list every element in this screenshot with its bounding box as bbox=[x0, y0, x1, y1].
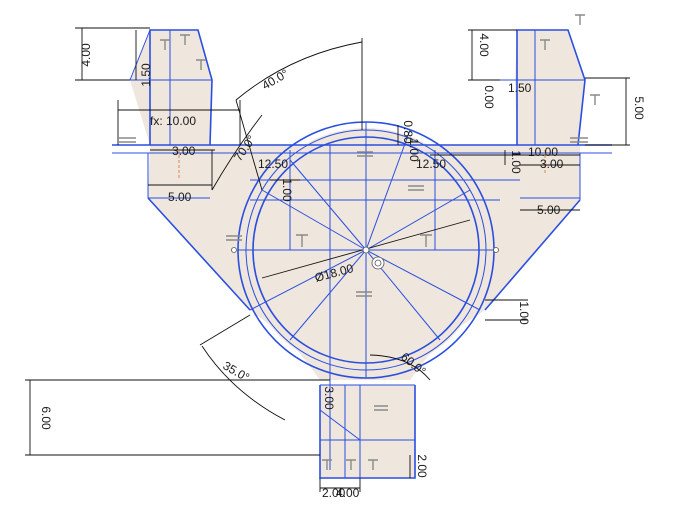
dim-top-right-height: 4.00 bbox=[477, 33, 491, 57]
dim-center-small-a: 1.00 bbox=[280, 178, 294, 202]
perpendicular-constraint-icon bbox=[296, 234, 308, 247]
sketch-geometry bbox=[112, 29, 612, 479]
dim-bottom-width-b: 4.00 bbox=[336, 486, 360, 500]
perpendicular-constraint-icon bbox=[590, 94, 600, 105]
dim-top-left-fx-width: fx: 10.00 bbox=[150, 114, 196, 128]
dim-top-right-bottom-width: 5.00 bbox=[537, 203, 561, 217]
parallel-constraint-icon bbox=[357, 151, 373, 157]
dim-top-left-inner-height: 1.50 bbox=[139, 63, 153, 87]
dim-bottom-height: 6.00 bbox=[39, 406, 53, 430]
parallel-constraint-icon bbox=[226, 235, 242, 241]
perpendicular-constraint-icon bbox=[540, 39, 550, 50]
dim-angle-lower-left: 35.0° bbox=[221, 358, 253, 384]
perpendicular-constraint-icon bbox=[180, 34, 190, 45]
dim-top-right-width: 10.00 bbox=[528, 145, 558, 159]
parallel-constraint-icon bbox=[374, 405, 388, 411]
dim-center-radius-left: 12.50 bbox=[258, 157, 288, 171]
dim-right-gap: 1.00 bbox=[517, 301, 531, 325]
dim-top-right-inner: 1.50 bbox=[508, 81, 532, 95]
construction-leaders bbox=[178, 150, 546, 180]
parallel-constraint-icon bbox=[408, 185, 424, 191]
dim-bottom-width-a: 2.00 bbox=[322, 486, 346, 500]
parallel-constraint-icon bbox=[570, 137, 588, 143]
dimension-lines bbox=[25, 27, 630, 492]
perpendicular-constraint-icon bbox=[420, 234, 432, 247]
parallel-constraint-icon bbox=[118, 137, 136, 143]
dim-top-right-offset2: 3.00 bbox=[540, 157, 564, 171]
sketch-points bbox=[231, 246, 499, 270]
dim-center-small-b: 0.80 bbox=[401, 120, 415, 144]
dim-bottom-small: 2.00 bbox=[415, 454, 429, 478]
perpendicular-constraint-icon bbox=[575, 14, 585, 25]
dim-right-small: 1.00 bbox=[509, 150, 523, 174]
dim-center-small-c: 1.00 bbox=[407, 138, 421, 162]
perpendicular-constraint-icon bbox=[346, 459, 356, 470]
dim-top-left-bottom-width: 5.00 bbox=[168, 190, 192, 204]
dim-top-left-height: 4.00 bbox=[79, 43, 93, 67]
dim-bottom-inner-height: 3.00 bbox=[322, 386, 336, 410]
perpendicular-constraint-icon bbox=[368, 459, 378, 470]
parallel-constraint-icon bbox=[356, 291, 372, 297]
perpendicular-constraint-icon bbox=[196, 59, 206, 70]
dim-top-right-offset: 0.00 bbox=[482, 85, 496, 109]
dim-angle-top: 40.0° bbox=[260, 66, 292, 92]
dim-center-radius-right: 12.50 bbox=[416, 157, 446, 171]
perpendicular-constraint-icon bbox=[160, 39, 170, 50]
dim-top-right-side: 5.00 bbox=[632, 96, 646, 120]
perpendicular-constraint-icon bbox=[322, 459, 332, 470]
dim-top-left-offset: 3.00 bbox=[172, 144, 196, 158]
constraint-glyphs bbox=[118, 14, 600, 470]
